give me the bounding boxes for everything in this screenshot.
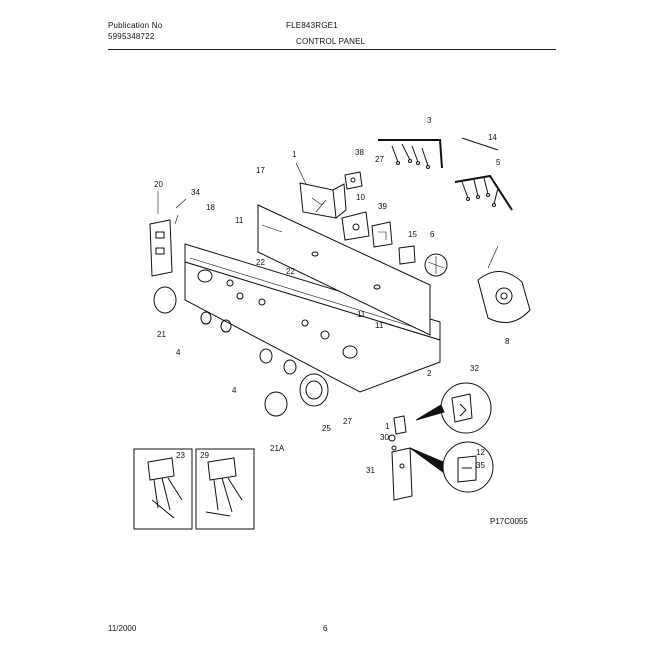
inset-box-29 <box>195 448 255 530</box>
header-rule <box>108 49 556 50</box>
detail-callout-12-35 <box>409 441 494 493</box>
switch-10 <box>341 211 370 241</box>
callout-23: 23 <box>176 451 185 460</box>
callout-11-top: 11 <box>235 216 244 225</box>
timer-motor <box>477 271 531 323</box>
callout-17: 17 <box>256 166 265 175</box>
switch-39 <box>371 221 393 248</box>
callout-3: 3 <box>427 116 432 125</box>
callout-4-lower: 4 <box>232 386 237 395</box>
callout-31: 31 <box>366 466 375 475</box>
callout-39: 39 <box>378 202 387 211</box>
figure-code: P17C0055 <box>490 517 528 526</box>
callout-21: 21 <box>157 330 166 339</box>
callout-11-low: 11 <box>375 321 384 330</box>
control-panel-front <box>184 243 441 393</box>
callout-20: 20 <box>154 180 163 189</box>
callout-22-b: 22 <box>286 267 295 276</box>
knob-small-b <box>220 319 232 333</box>
callout-27-bottom: 27 <box>343 417 352 426</box>
console-back-panel <box>257 204 431 336</box>
callout-12: 12 <box>476 448 485 457</box>
callout-30: 30 <box>380 433 389 442</box>
part-15 <box>398 245 416 265</box>
callout-11-mid: 11 <box>357 310 366 319</box>
callout-8: 8 <box>505 337 510 346</box>
clip-1 <box>393 415 407 435</box>
callout-5: 5 <box>496 158 501 167</box>
switch-38 <box>344 171 363 190</box>
publication-label: Publication No <box>108 21 163 30</box>
callout-21a: 21A <box>270 444 285 453</box>
timer-module <box>299 182 347 219</box>
wire-14 <box>461 137 499 151</box>
callout-1-lower: 1 <box>385 422 390 431</box>
model-number: FLE843RGE1 <box>286 21 338 30</box>
callout-32: 32 <box>470 364 479 373</box>
knob-small-d <box>283 359 297 375</box>
callout-10: 10 <box>356 193 365 202</box>
section-title: CONTROL PANEL <box>296 37 366 46</box>
callout-6: 6 <box>430 230 435 239</box>
detail-callout-32 <box>415 382 492 434</box>
footer-page-number: 6 <box>323 624 328 633</box>
callout-15: 15 <box>408 230 417 239</box>
end-bracket-left <box>149 219 173 277</box>
publication-number: 5995348722 <box>108 32 155 41</box>
knob-small-c <box>259 348 273 364</box>
knob-21 <box>153 286 177 314</box>
callout-22-a: 22 <box>256 258 265 267</box>
inset-box-23 <box>133 448 193 530</box>
bracket-31 <box>391 447 413 501</box>
callout-35: 35 <box>476 461 485 470</box>
knob-small-a <box>200 311 212 325</box>
selector-switch <box>424 253 448 277</box>
callout-25: 25 <box>322 424 331 433</box>
callout-34: 34 <box>191 188 200 197</box>
callout-4-upper: 4 <box>176 348 181 357</box>
wiring-harness-5 <box>454 174 513 211</box>
callout-29: 29 <box>200 451 209 460</box>
knob-large <box>264 391 288 417</box>
callout-1: 1 <box>292 150 297 159</box>
footer-date: 11/2000 <box>108 624 137 633</box>
callout-2: 2 <box>427 369 432 378</box>
wiring-harness-3 <box>378 139 443 169</box>
dial-25 <box>299 373 329 407</box>
callout-27-top: 27 <box>375 155 384 164</box>
callout-18: 18 <box>206 203 215 212</box>
callout-38: 38 <box>355 148 364 157</box>
callout-14: 14 <box>488 133 497 142</box>
